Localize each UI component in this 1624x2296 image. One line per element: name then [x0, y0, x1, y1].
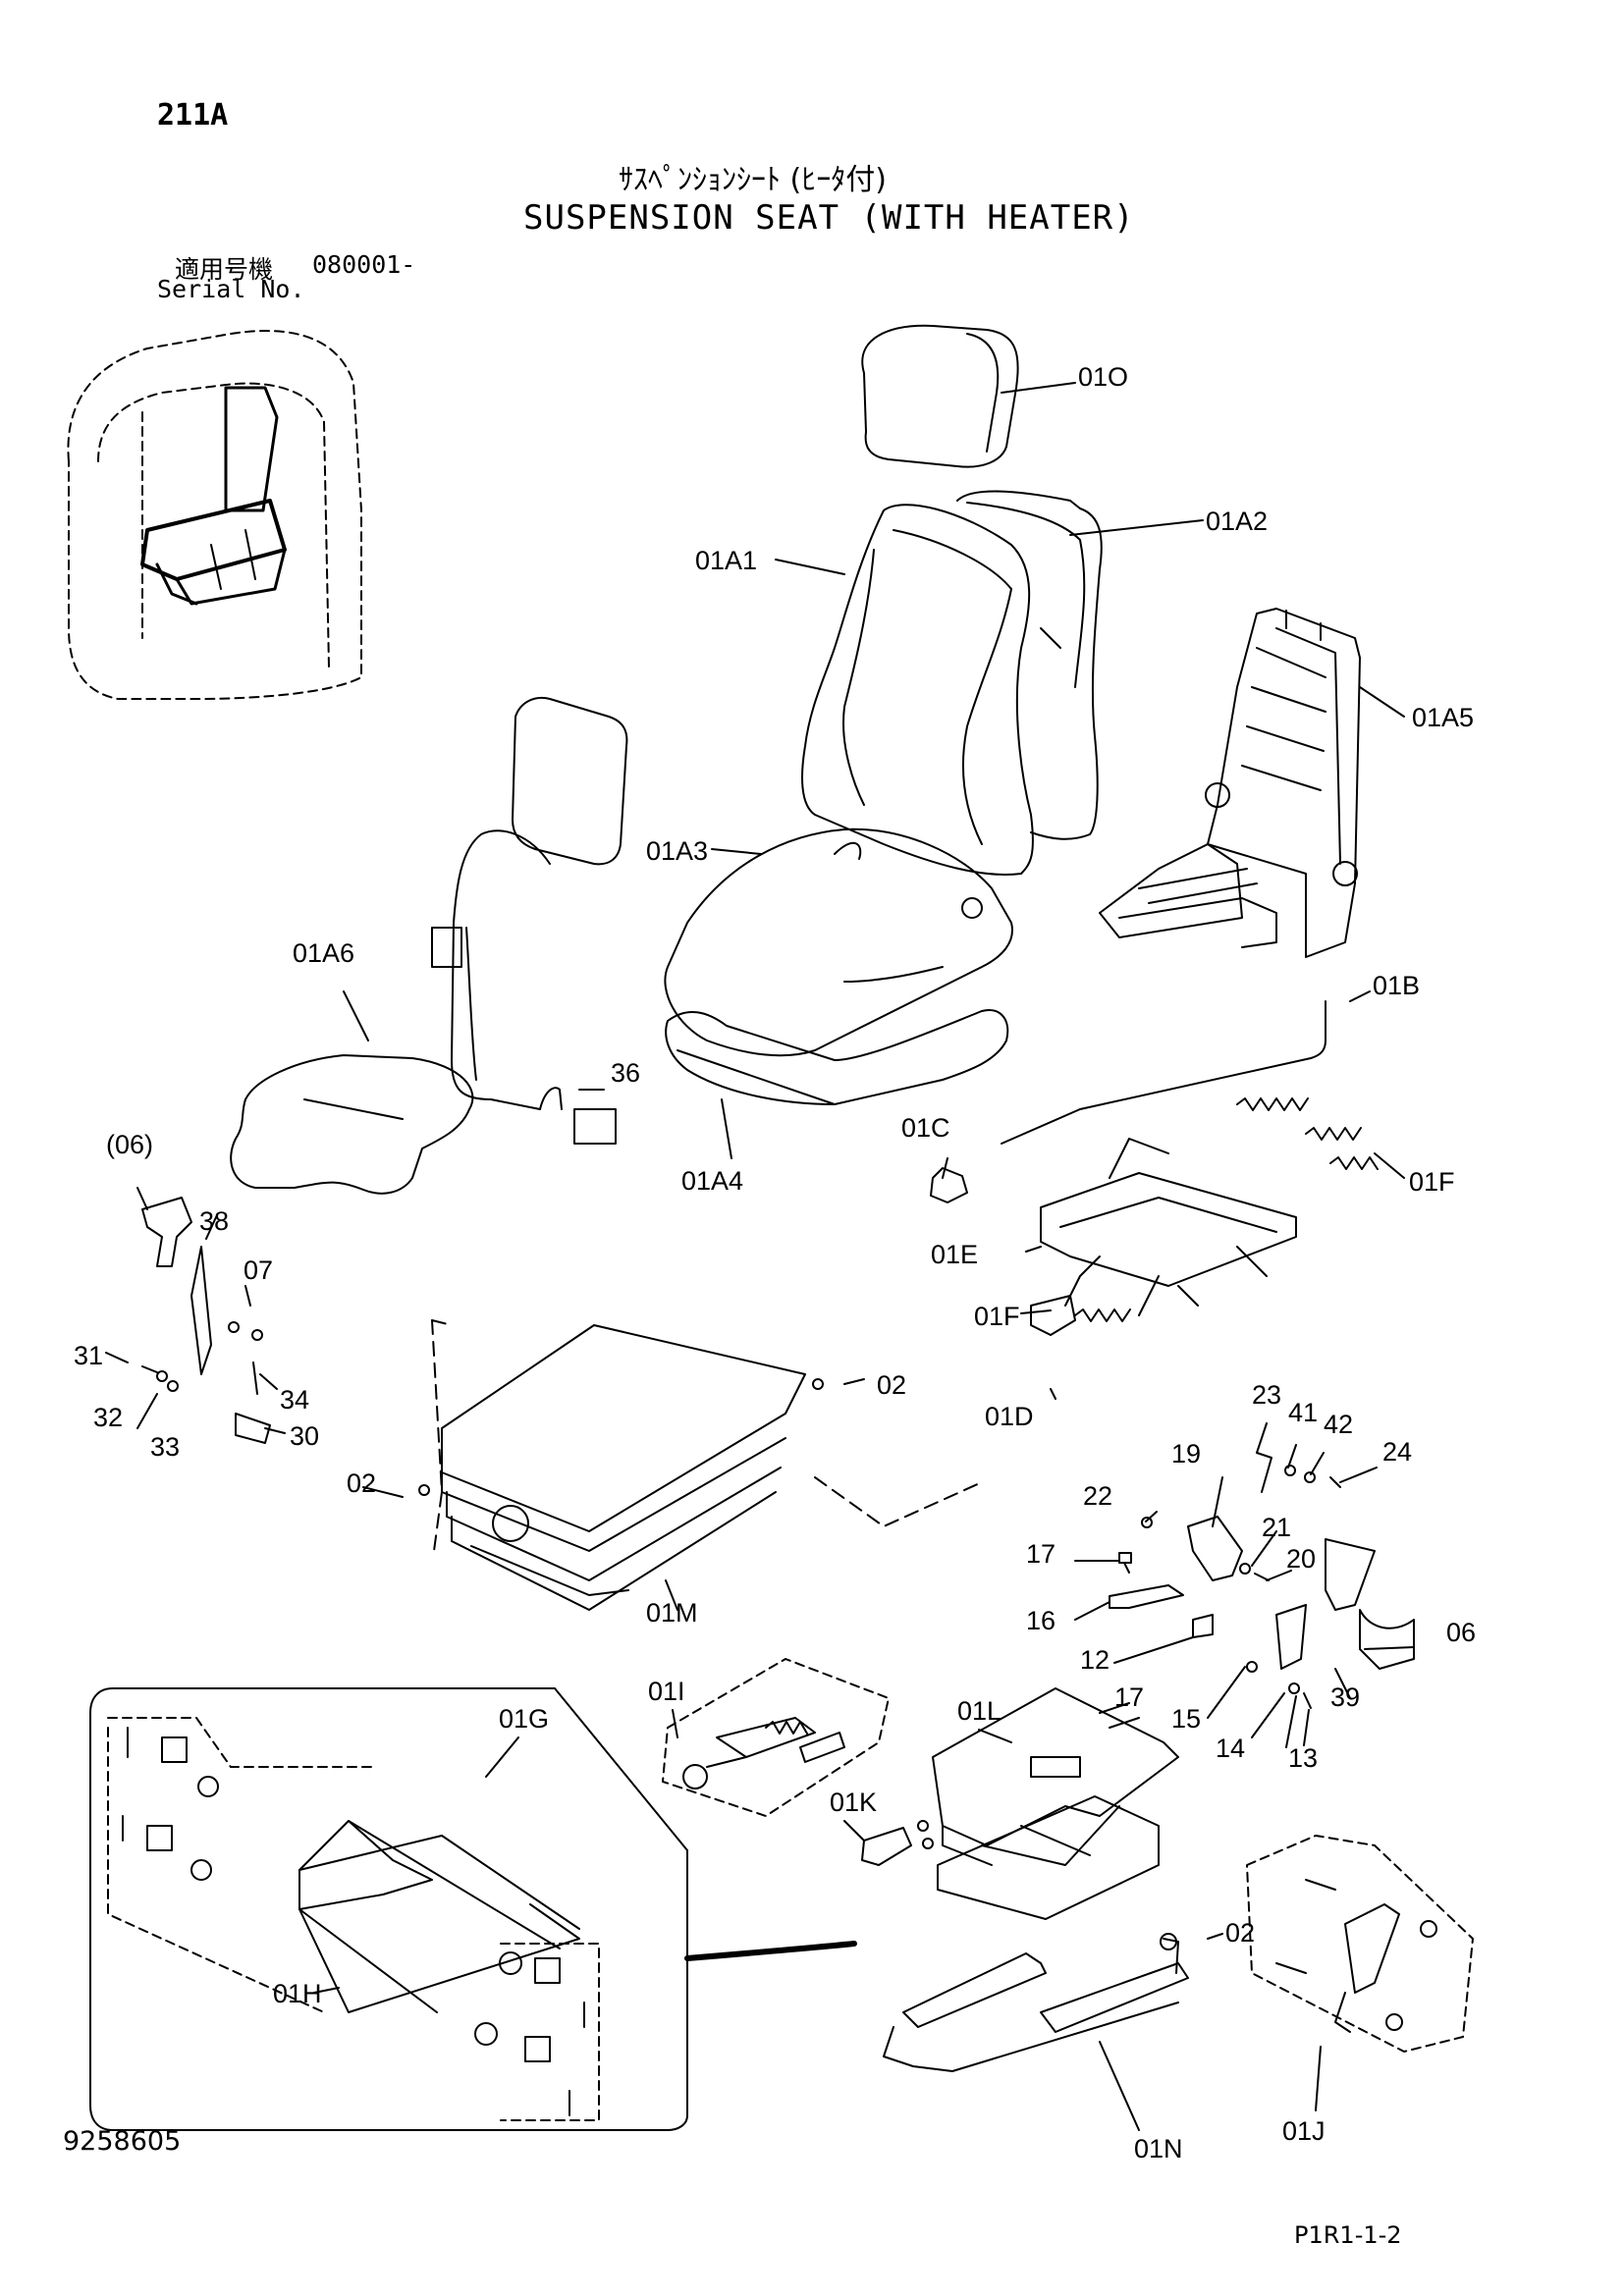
callout-01I: 01I — [648, 1677, 685, 1706]
spring-assembly — [662, 1658, 890, 1817]
scissor-base — [932, 1687, 1179, 1920]
sheet-number: P1R1-1-2 — [1294, 2221, 1402, 2249]
serial-value: 080001- — [312, 250, 416, 279]
callout-19: 19 — [1171, 1439, 1201, 1468]
callout-23: 23 — [1252, 1380, 1281, 1410]
lever-parts — [1109, 1452, 1415, 1709]
callout-01A4: 01A4 — [681, 1166, 743, 1196]
callout-07: 07 — [244, 1255, 273, 1285]
seat-cover — [665, 1009, 1009, 1105]
callout-01L: 01L — [957, 1696, 1001, 1726]
callout-02-left: 02 — [347, 1468, 376, 1498]
callout-30: 30 — [290, 1421, 319, 1451]
callout-01M: 01M — [646, 1598, 698, 1628]
document-number: 9258605 — [63, 2126, 182, 2157]
callout-01F-bottom: 01F — [974, 1302, 1020, 1331]
callout-01A1: 01A1 — [695, 546, 757, 575]
handle-lever — [861, 1820, 934, 1866]
serial-label-japanese: 適用号機 — [175, 255, 274, 284]
callout-06: 06 — [1446, 1618, 1476, 1647]
callout-01C: 01C — [901, 1113, 950, 1143]
callout-36: 36 — [611, 1058, 640, 1088]
seat-frame — [1099, 608, 1361, 958]
seat-cushion — [664, 828, 1013, 1057]
callout-14: 14 — [1216, 1734, 1245, 1763]
callout-34: 34 — [280, 1385, 309, 1415]
callout-22: 22 — [1083, 1481, 1112, 1511]
callout-17-top: 17 — [1026, 1539, 1056, 1569]
title-japanese: ｻｽﾍﾟﾝｼｮﾝｼｰﾄ (ﾋｰﾀ付) — [619, 163, 887, 197]
callout-01A6: 01A6 — [293, 938, 354, 968]
callout-01J: 01J — [1282, 2116, 1326, 2146]
callout-01H: 01H — [273, 1979, 322, 2008]
serial-label-english: Serial No. — [157, 275, 305, 303]
back-cover — [956, 490, 1103, 840]
callout-06-paren: (06) — [106, 1130, 153, 1159]
callout-01N: 01N — [1134, 2134, 1183, 2163]
callout-32: 32 — [93, 1403, 123, 1432]
callout-42: 42 — [1324, 1410, 1353, 1439]
callout-02-bottom: 02 — [1225, 1918, 1255, 1948]
callout-38: 38 — [199, 1206, 229, 1236]
heater-bar — [883, 1933, 1189, 2072]
callout-21: 21 — [1262, 1513, 1291, 1542]
callout-39: 39 — [1330, 1682, 1360, 1712]
callout-31: 31 — [74, 1341, 103, 1370]
detail-inset — [89, 1687, 857, 2131]
callout-20: 20 — [1286, 1544, 1316, 1574]
headrest — [861, 324, 1019, 468]
damper-assembly — [1246, 1835, 1474, 2053]
cab-overview-illustration — [67, 330, 362, 700]
callout-01K: 01K — [830, 1788, 877, 1817]
callout-01A5: 01A5 — [1412, 703, 1474, 732]
callout-24: 24 — [1382, 1437, 1412, 1467]
belt-buckle-parts — [141, 1197, 271, 1444]
callout-01B: 01B — [1373, 971, 1420, 1000]
callout-41: 41 — [1288, 1398, 1318, 1427]
callout-01A3: 01A3 — [646, 836, 708, 866]
callout-15: 15 — [1171, 1704, 1201, 1734]
callout-01O: 01O — [1078, 362, 1128, 392]
page-number: 211A — [157, 98, 229, 133]
callout-17-bottom: 17 — [1114, 1682, 1144, 1712]
callout-01G: 01G — [499, 1704, 549, 1734]
suspension-upper-assembly — [930, 1000, 1379, 1336]
title-english: SUSPENSION SEAT (WITH HEATER) — [523, 198, 1135, 238]
callout-12: 12 — [1080, 1645, 1110, 1675]
callout-13: 13 — [1288, 1743, 1318, 1773]
callout-16: 16 — [1026, 1606, 1056, 1635]
callout-33: 33 — [150, 1432, 180, 1462]
callout-01E: 01E — [931, 1240, 978, 1269]
bellows-cover — [418, 1319, 983, 1611]
callout-labels: 01O 01A2 01A1 01A5 01A3 01A6 36 01A4 01B… — [74, 362, 1476, 2163]
heater-pad — [230, 697, 628, 1195]
callout-01D: 01D — [985, 1402, 1034, 1431]
callout-01A2: 01A2 — [1206, 507, 1268, 536]
callout-02-top: 02 — [877, 1370, 906, 1400]
back-cushion — [801, 504, 1034, 876]
callout-01F-top: 01F — [1409, 1167, 1455, 1197]
